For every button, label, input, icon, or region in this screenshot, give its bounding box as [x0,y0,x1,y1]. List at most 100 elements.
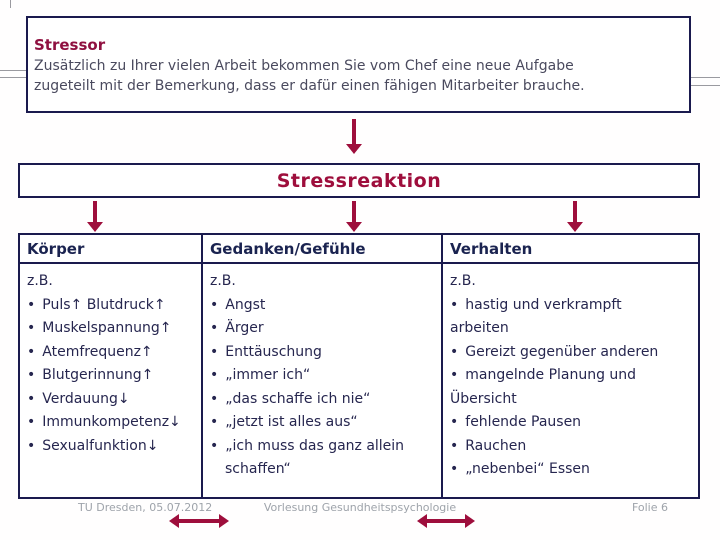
cell-koerper: z.B. • Puls↑ Blutdruck↑ • Muskelspannung↑ • At… [20,264,203,497]
bullet-item: • Blutgerinnung↑ [27,364,198,388]
arrow-shaft [573,201,577,223]
arrow-shaft [352,201,356,223]
bullet-item: •Enttäuschung [210,341,438,365]
bullet-item-continuation: schaffen“ [210,458,438,482]
stressor-text-line: zugeteilt mit der Bemerkung, dass er daf… [34,78,585,94]
bullet-icon: • [27,343,36,360]
stress-reaction-table: Körper Gedanken/Gefühle Verhalten z.B. • P… [18,233,700,499]
stressreaktion-box: Stressreaktion [18,163,700,198]
bullet-item: • „jetzt ist alles aus“ [210,411,438,435]
line-text: arbeiten [450,320,509,336]
bullet-icon: • [27,296,36,313]
down-arrow [346,201,362,232]
bullet-icon: • [450,296,459,313]
decor-line [0,70,26,71]
bullet-icon: • [27,367,36,383]
table-body-row: z.B. • Puls↑ Blutdruck↑ • Muskelspannung↑ • At… [20,264,698,497]
line-text: Blutgerinnung↑ [42,367,154,383]
bullet-item: • Muskelspannung↑ [27,317,198,341]
bullet-item-continuation: arbeiten [450,317,695,341]
bullet-icon: • [450,437,459,454]
bullet-item: • Ärger [210,317,438,341]
cell-intro: z.B. [210,270,438,294]
bullet-icon: • [450,461,459,477]
column-header-gedanken-gefuehle: Gedanken/Gefühle [203,235,443,262]
line-text: Atemfrequenz↑ [42,343,153,360]
line-text: Verdauung↓ [42,390,130,407]
bullet-item: • Sexualfunktion↓ [27,435,198,459]
line-text: „nebenbei“ Essen [465,461,590,477]
cell-intro: z.B. [27,270,198,294]
decor-line [691,85,720,86]
line-text: schaffen“ [225,461,291,477]
arrow-head [219,514,229,528]
line-text: „immer ich“ [225,367,311,383]
line-text: Gereizt gegenüber anderen [465,343,659,360]
bullet-item: • mangelnde Planung und [450,364,695,388]
arrow-head [346,144,362,154]
decor-line [0,77,26,78]
column-header-verhalten: Verhalten [450,240,533,258]
line-text: Sexualfunktion↓ [42,437,159,454]
footer-date: TU Dresden, 05.07.2012 [78,501,213,514]
double-arrow-icon [417,514,475,528]
line-text: hastig und verkrampft [465,296,622,313]
bullet-item: • „nebenbei“ Essen [450,458,695,482]
stressor-title: Stressor [34,36,106,54]
line-text: fehlende Pausen [465,414,582,430]
bullet-item: • Gereizt gegenüber anderen [450,341,695,365]
bullet-icon: • [27,437,36,454]
line-text: z.B. [210,273,236,289]
bullet-icon: • [210,320,219,336]
cell-intro: z.B. [450,270,695,294]
down-arrow [567,201,583,232]
line-text: „das schaffe ich nie“ [225,390,371,407]
bullet-item: • Puls↑ Blutdruck↑ [27,294,198,318]
double-arrow-icon [169,514,229,528]
bullet-item: • Atemfrequenz↑ [27,341,198,365]
line-text: Muskelspannung↑ [42,320,172,336]
arrow-head [346,222,362,232]
column-header-koerper: Körper [20,235,203,262]
bullet-item: • „immer ich“ [210,364,438,388]
bullet-icon: • [210,296,219,313]
arrow-shaft [352,119,356,145]
bullet-icon: • [450,343,459,360]
bullet-item: • Immunkompetenz↓ [27,411,198,435]
bullet-item: • fehlende Pausen [450,411,695,435]
bullet-item: • „das schaffe ich nie“ [210,388,438,412]
bullet-icon: • [210,437,219,454]
bullet-item-continuation: Übersicht [450,388,695,412]
line-text: „jetzt ist alles aus“ [225,414,358,430]
stressor-text-line: Zusätzlich zu Ihrer vielen Arbeit bekomm… [34,58,574,74]
down-arrow [87,201,103,232]
footer-slide-number: Folie 6 [631,501,668,514]
arrow-head [417,514,427,528]
line-text: Puls↑ Blutdruck↑ [42,296,166,313]
bullet-item: • Angst [210,294,438,318]
line-text: z.B. [27,273,53,289]
line-text: Rauchen [465,437,527,454]
arrow-shaft [178,519,220,523]
arrow-head [87,222,103,232]
bullet-icon: • [27,390,36,407]
decor-tick [10,0,11,8]
line-text: Ärger [225,320,264,336]
bullet-icon: • [210,343,219,360]
line-text: Angst [225,296,266,313]
bullet-icon: • [210,390,219,407]
bullet-icon: • [210,414,219,430]
bullet-icon: • [450,414,459,430]
bullet-icon: • [27,320,36,336]
line-text: mangelnde Planung und [465,367,637,383]
arrow-head [567,222,583,232]
bullet-item: •„ich muss das ganz allein [210,435,438,459]
decor-line [691,77,720,78]
bullet-icon: • [27,414,36,430]
line-text: Immunkompetenz↓ [42,414,181,430]
bullet-icon: • [210,367,219,383]
cell-gedanken-gefuehle: z.B.•Angst•Ärger•Enttäuschung•„immer ich… [203,264,443,497]
stressor-box: Stressor Zusätzlich zu Ihrer vielen Arbe… [26,16,691,113]
bullet-icon: • [450,367,459,383]
